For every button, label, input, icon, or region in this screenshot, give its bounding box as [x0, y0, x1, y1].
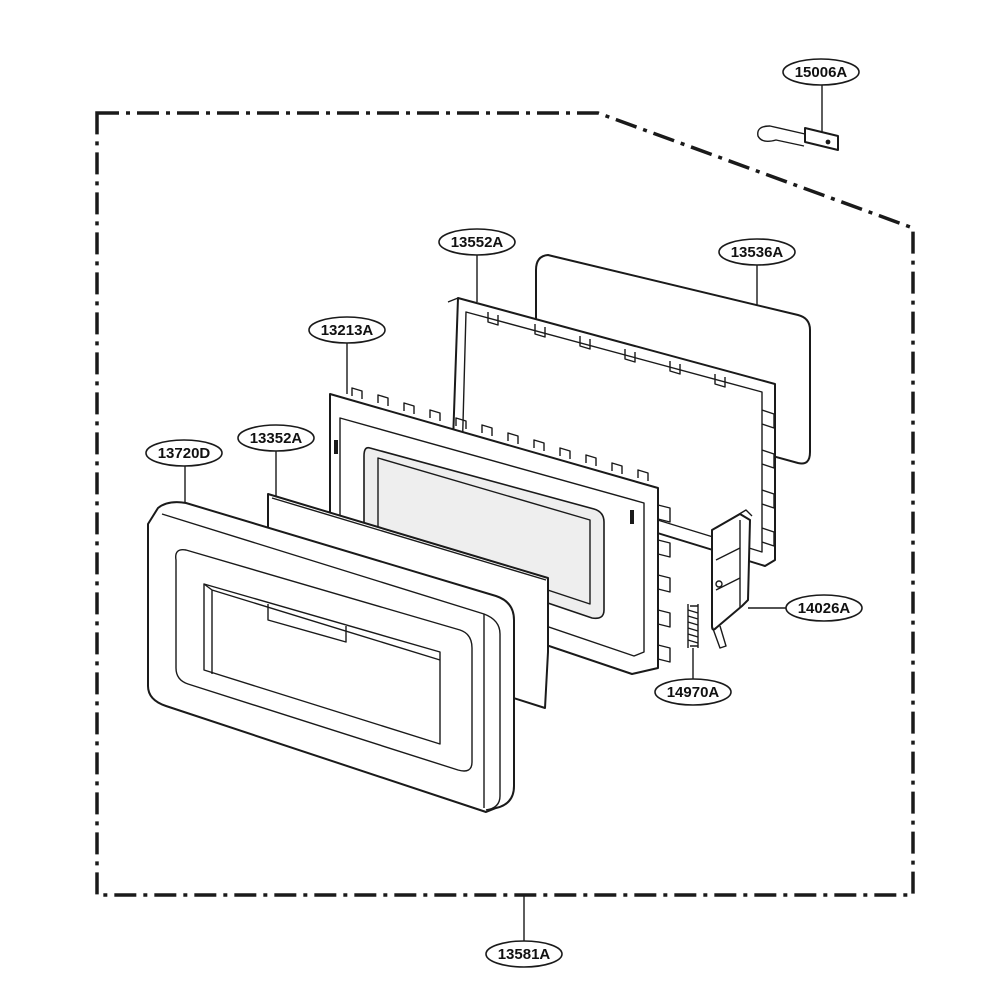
callout-spring[interactable]: 14970A	[654, 648, 732, 706]
door-frame-front-part[interactable]	[147, 501, 515, 813]
hook-part[interactable]	[757, 125, 839, 151]
assembly-boundary	[95, 111, 915, 897]
callout-door-frame[interactable]: 13552A	[438, 228, 516, 302]
spring-part[interactable]	[687, 604, 699, 648]
callout-label: 14970A	[667, 684, 720, 701]
callout-label: 13552A	[451, 234, 504, 251]
callout-label: 13213A	[321, 322, 374, 339]
callout-latch[interactable]: 14026A	[748, 594, 863, 622]
callout-door-assembly[interactable]: 13581A	[485, 895, 563, 968]
callout-label: 14026A	[798, 600, 851, 617]
choke-part[interactable]	[329, 387, 671, 675]
callout-label: 13536A	[731, 244, 784, 261]
callout-door-panel[interactable]: 13536A	[718, 238, 796, 305]
callout-label: 13720D	[158, 445, 211, 462]
callout-door-frame-front[interactable]: 13720D	[145, 439, 223, 503]
callout-label: 13352A	[250, 430, 303, 447]
callout-label: 13581A	[498, 946, 551, 963]
callout-screen[interactable]: 13352A	[237, 424, 315, 496]
latch-part[interactable]	[711, 509, 753, 649]
callout-label: 15006A	[795, 64, 848, 81]
callout-choke[interactable]: 13213A	[308, 316, 386, 394]
callout-hook[interactable]: 15006A	[782, 58, 860, 132]
